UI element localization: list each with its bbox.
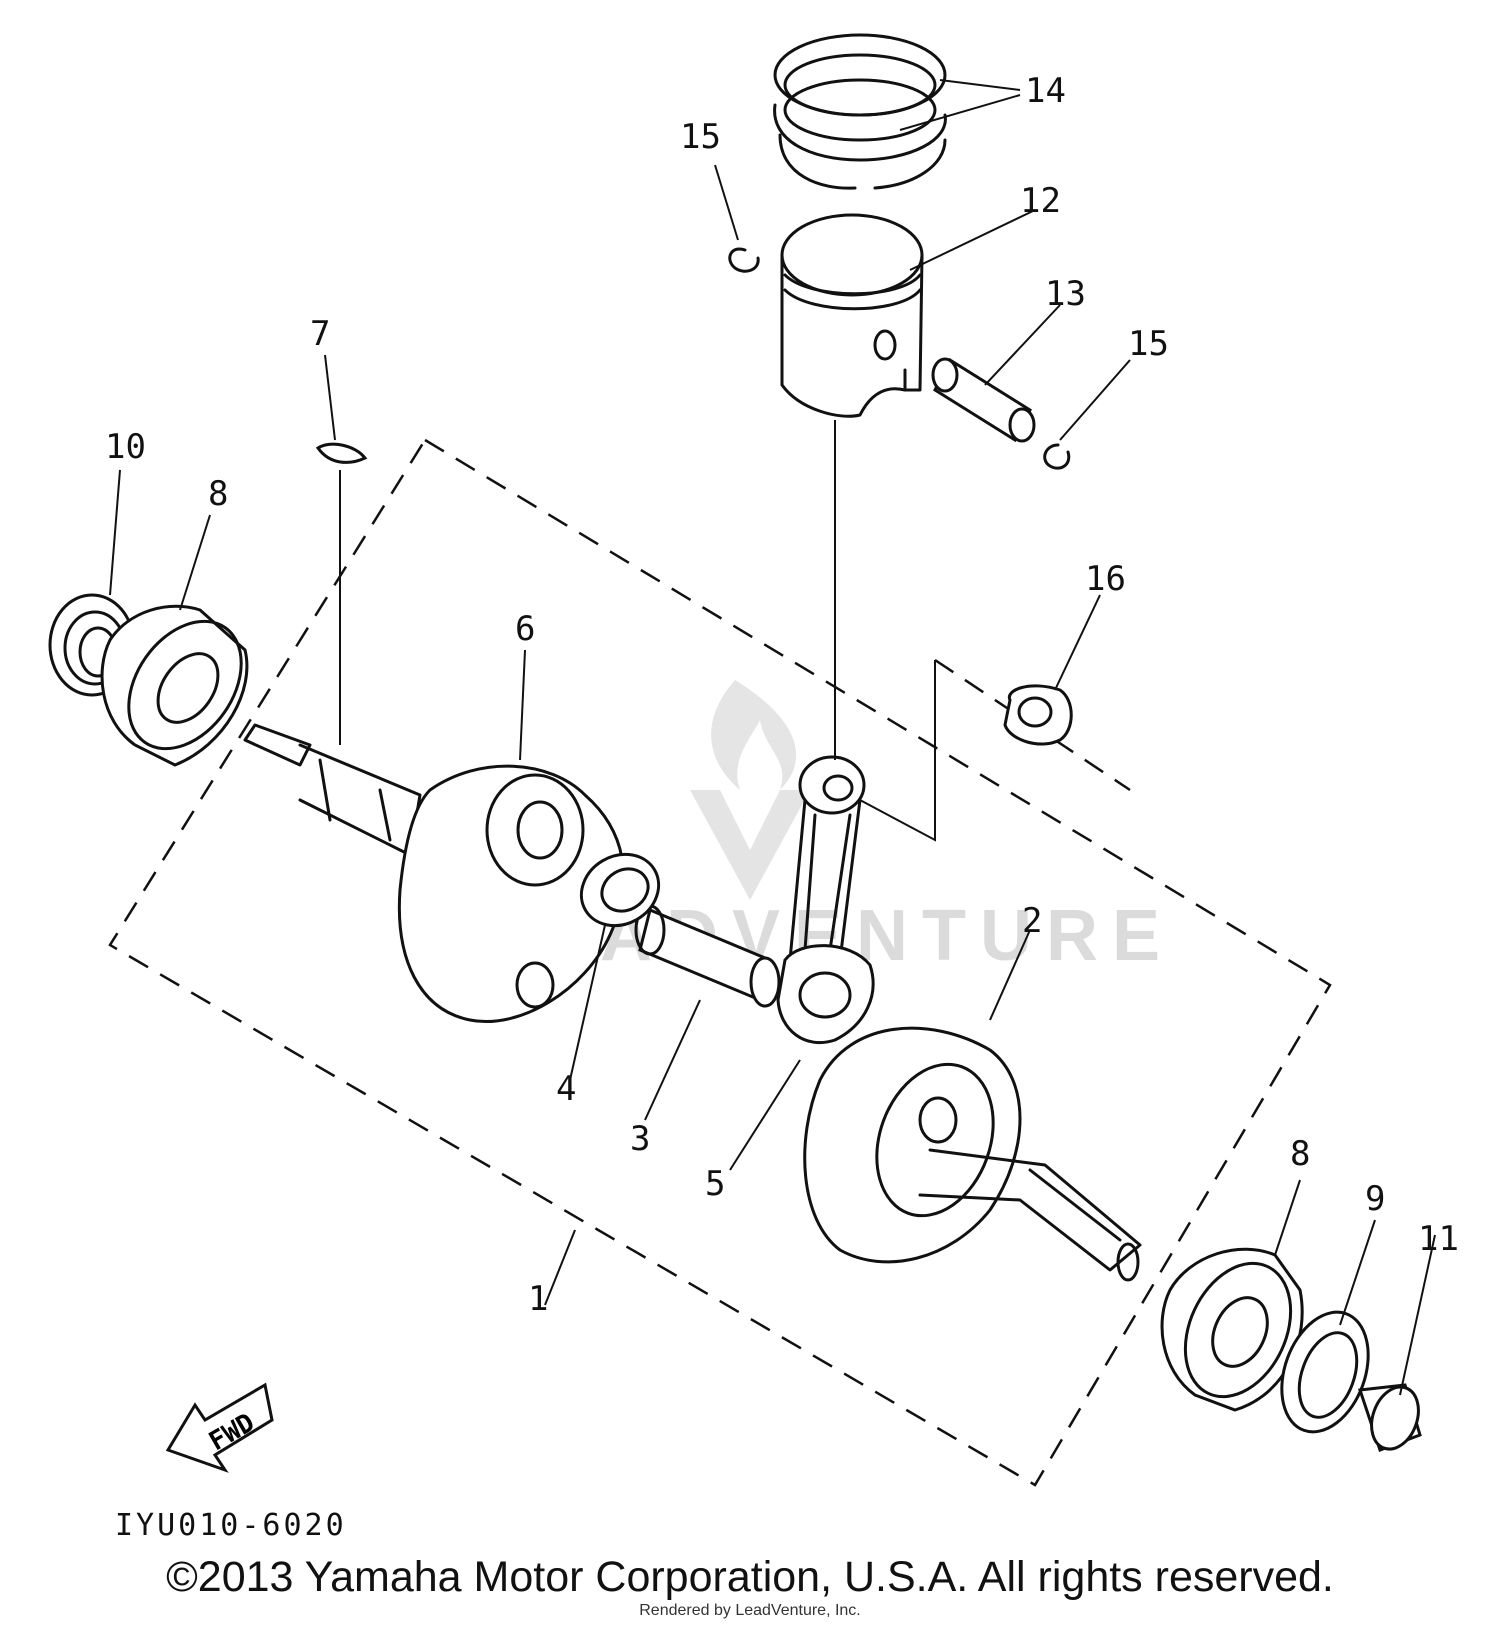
woodruff-key xyxy=(315,442,368,464)
callout-15-left: 15 xyxy=(680,117,721,157)
callout-16: 16 xyxy=(1085,559,1126,599)
callout-5: 5 xyxy=(705,1164,725,1204)
forward-direction-arrow: FWD xyxy=(165,1382,274,1473)
oil-seal-right xyxy=(1280,1310,1370,1434)
needle-bearing-crankpin xyxy=(579,852,661,928)
callout-13: 13 xyxy=(1045,274,1086,314)
circlip-left xyxy=(728,247,760,273)
collar xyxy=(1357,1383,1422,1452)
bearing-left xyxy=(100,604,249,767)
callout-3: 3 xyxy=(630,1119,650,1159)
piston xyxy=(780,213,924,418)
callout-9: 9 xyxy=(1365,1179,1385,1219)
crank-pin xyxy=(634,904,781,1008)
diagram-code: IYU010-6020 xyxy=(115,1508,347,1543)
callout-4: 4 xyxy=(556,1069,576,1109)
connecting-rod xyxy=(776,755,875,1045)
callout-8-left: 8 xyxy=(208,474,228,514)
callout-15-right: 15 xyxy=(1128,324,1169,364)
callout-1: 1 xyxy=(528,1279,548,1319)
callout-labels: 1 2 3 4 5 6 7 8 8 9 10 11 12 13 14 15 15… xyxy=(105,71,1459,1319)
conrod-bearing-boundary-line xyxy=(859,660,936,842)
callout-10: 10 xyxy=(105,427,146,467)
copyright-notice: ©2013 Yamaha Motor Corporation, U.S.A. A… xyxy=(166,1553,1334,1601)
callout-7: 7 xyxy=(310,314,330,354)
callout-6: 6 xyxy=(515,609,535,649)
piston-pin xyxy=(931,357,1036,443)
crankshaft-left xyxy=(243,723,626,1023)
piston-rings xyxy=(773,33,947,190)
needle-bearing-small-end xyxy=(1003,684,1073,746)
callout-2: 2 xyxy=(1022,901,1042,941)
callout-12: 12 xyxy=(1020,181,1061,221)
assembly-boundary xyxy=(108,438,1332,1487)
crankshaft-right xyxy=(803,1026,1142,1282)
render-credit: Rendered by LeadVenture, Inc. xyxy=(639,1602,861,1619)
circlip-right xyxy=(1043,443,1071,470)
callout-14: 14 xyxy=(1025,71,1066,111)
callout-11: 11 xyxy=(1418,1219,1459,1259)
callout-8-right: 8 xyxy=(1290,1134,1310,1174)
leader-lines xyxy=(109,79,1436,1396)
